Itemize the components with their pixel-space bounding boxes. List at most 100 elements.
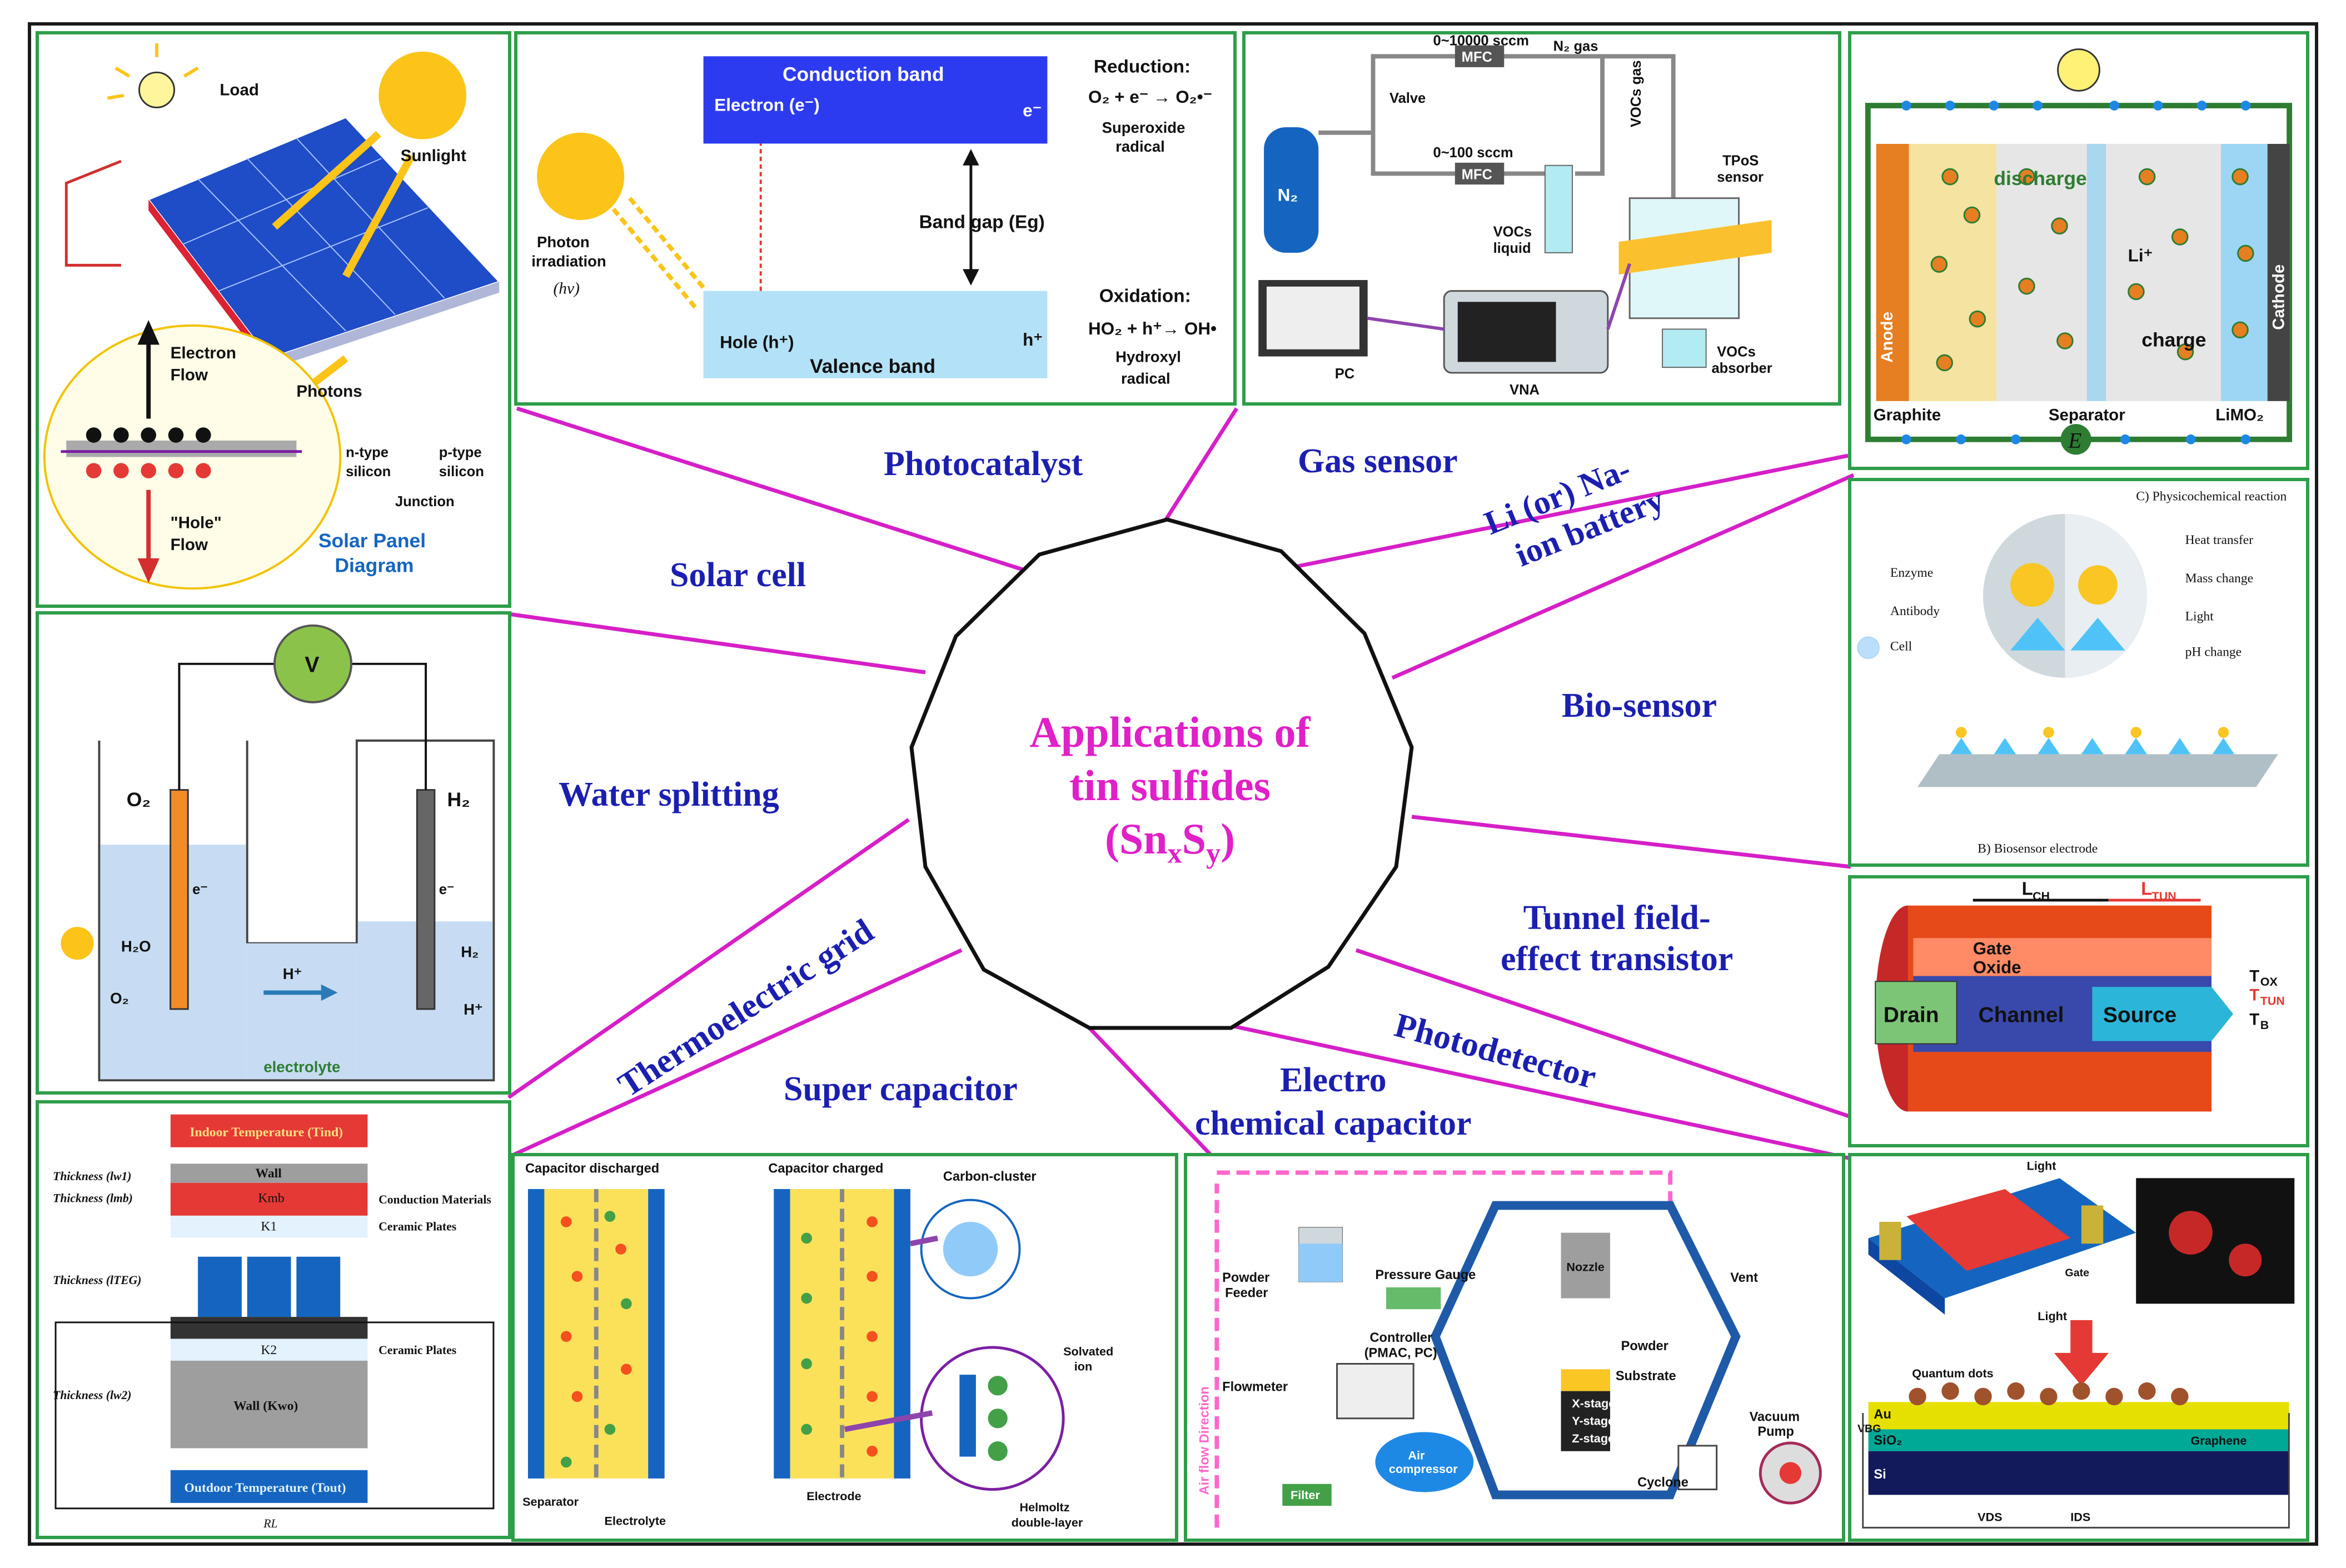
svg-text:double-layer: double-layer [1012,1515,1083,1529]
label-solar-cell: Solar cell [670,556,806,594]
svg-text:Photon: Photon [537,233,590,251]
source-block [2092,987,2234,1041]
source-label: Source [2103,1003,2176,1027]
svg-text:VOCs: VOCs [1717,344,1755,359]
drain-block [1875,981,1958,1045]
svg-text:Helmoltz: Helmoltz [1020,1500,1070,1514]
svg-text:Reduction:: Reduction: [1094,57,1191,77]
bulb-icon [2057,48,2100,92]
channel-label: Channel [1979,1003,2064,1027]
svg-text:Mass change: Mass change [2185,571,2253,586]
svg-text:ion: ion [1074,1359,1092,1373]
panel-gas-sensor: N₂ MFC MFC 0~10000 sccm N₂ gas Valve 0~1… [1242,31,1841,406]
center-line-3: (SnxSy) [1104,815,1236,870]
svg-text:compressor: compressor [1389,1462,1458,1476]
svg-text:Nozzle: Nozzle [1566,1260,1604,1274]
svg-text:Cyclone: Cyclone [1637,1475,1688,1490]
svg-text:LiMO₂: LiMO₂ [2215,406,2264,424]
svg-text:Vacuum: Vacuum [1750,1410,1800,1424]
svg-text:HO₂ + h⁺→ OH•: HO₂ + h⁺→ OH• [1088,319,1217,338]
svg-text:Hole (h⁺): Hole (h⁺) [720,333,794,352]
svg-text:radical: radical [1121,370,1170,387]
sun-icon [61,927,94,960]
gate-label: Gate [1973,939,2011,958]
svg-text:IDS: IDS [2070,1510,2090,1524]
svg-text:Substrate: Substrate [1616,1369,1676,1383]
drain-label: Drain [1884,1003,1939,1027]
svg-text:Air flow Direction: Air flow Direction [1197,1386,1212,1495]
svg-text:Graphite: Graphite [1874,406,1941,424]
svg-text:Pump: Pump [1757,1424,1794,1439]
svg-text:Thickness (lw1): Thickness (lw1) [53,1170,131,1183]
photodetector-figure: Light Light Gate Quantum dots Au SiO₂ Gr… [1857,1159,2295,1529]
svg-text:RL: RL [263,1517,277,1530]
svg-text:(hv): (hv) [554,280,580,298]
solar-panel-figure: Load Sunlight Electron Flow Photons "Hol… [43,43,501,590]
svg-text:Li⁺: Li⁺ [2128,246,2153,266]
svg-text:Graphene: Graphene [2190,1434,2247,1447]
sun-icon [537,132,625,220]
panel-water-splitting: V O₂ H₂ e⁻ e⁻ H₂O O₂ H⁺ H₂ H⁺ electrolyt… [36,611,511,1095]
svg-text:0~10000 sccm: 0~10000 sccm [1433,34,1529,49]
svg-text:Antibody: Antibody [1890,604,1940,618]
svg-text:Flowmeter: Flowmeter [1222,1380,1288,1394]
panel-thermoelectric: Indoor Temperature (Tind) Wall Kmb K1 Co… [36,1100,511,1539]
svg-text:Quantum dots: Quantum dots [1912,1366,1993,1380]
center-dodecagon [909,517,1414,1030]
charge-label: charge [2141,328,2206,351]
label-bio-sensor: Bio-sensor [1562,687,1717,725]
svg-text:Flow: Flow [171,366,208,384]
svg-text:VDS: VDS [1978,1510,2002,1524]
svg-text:Enzyme: Enzyme [1890,566,1933,580]
svg-text:pH change: pH change [2185,645,2242,660]
svg-text:L: L [2022,878,2033,899]
connector-thermo [510,948,963,1158]
svg-text:Thickness (lmb): Thickness (lmb) [53,1191,133,1205]
svg-text:radical: radical [1115,138,1165,155]
svg-text:OX: OX [2260,975,2278,988]
connector-solar [508,612,926,675]
label-photocatalyst: Photocatalyst [884,445,1083,483]
voltmeter-icon [273,624,352,703]
svg-text:TUN: TUN [2260,994,2285,1007]
connector-echem [1228,1023,1851,1161]
svg-text:Diagram: Diagram [335,555,414,577]
svg-text:Capacitor discharged: Capacitor discharged [525,1161,659,1175]
voltmeter-label: V [305,653,320,677]
svg-text:Oxidation:: Oxidation: [1099,286,1191,306]
svg-text:Carbon-cluster: Carbon-cluster [943,1169,1037,1184]
outer-frame [28,22,2318,1546]
n2-cylinder [1264,127,1319,253]
label-gas-sensor: Gas sensor [1298,442,1458,480]
bio-sensor-figure: C) Physicochemical reaction Enzyme Antib… [1857,489,2287,856]
svg-text:Kmb: Kmb [258,1191,284,1205]
svg-text:O₂ + e⁻ → O₂•⁻: O₂ + e⁻ → O₂•⁻ [1088,87,1212,107]
svg-text:B) Biosensor electrode: B) Biosensor electrode [1978,841,2098,856]
water-splitting-figure: V O₂ H₂ e⁻ e⁻ H₂O O₂ H⁺ H₂ H⁺ electrolyt… [61,624,495,1082]
connector-supercap [1088,1026,1213,1157]
svg-text:Light: Light [2038,1309,2067,1323]
battery-figure: discharge charge Li⁺ Anode Cathode Graph… [1865,48,2293,455]
svg-text:"Hole": "Hole" [171,514,222,532]
svg-text:Powder: Powder [1621,1339,1668,1353]
svg-text:Si: Si [1874,1467,1886,1481]
svg-text:Feeder: Feeder [1225,1286,1268,1300]
svg-text:B: B [2260,1018,2269,1032]
svg-text:e⁻: e⁻ [439,882,455,897]
svg-text:(PMAC, PC): (PMAC, PC) [1364,1346,1437,1360]
svg-text:K1: K1 [261,1219,277,1234]
svg-text:T: T [2249,986,2259,1004]
svg-text:MFC: MFC [1462,49,1492,65]
svg-text:sensor: sensor [1717,169,1764,185]
svg-text:H₂O: H₂O [121,937,151,955]
svg-text:Separator: Separator [522,1495,579,1509]
svg-text:N₂: N₂ [1278,186,1298,205]
svg-text:Anode: Anode [1878,312,1896,363]
conduction-band-label: Conduction band [783,63,944,85]
vacuum-chamber [1430,1201,1741,1500]
solar-load-label: Load [220,81,259,99]
svg-text:X-stage: X-stage [1572,1396,1615,1410]
svg-text:Ceramic Plates: Ceramic Plates [378,1220,456,1233]
solar-photons-label: Photons [296,382,362,401]
